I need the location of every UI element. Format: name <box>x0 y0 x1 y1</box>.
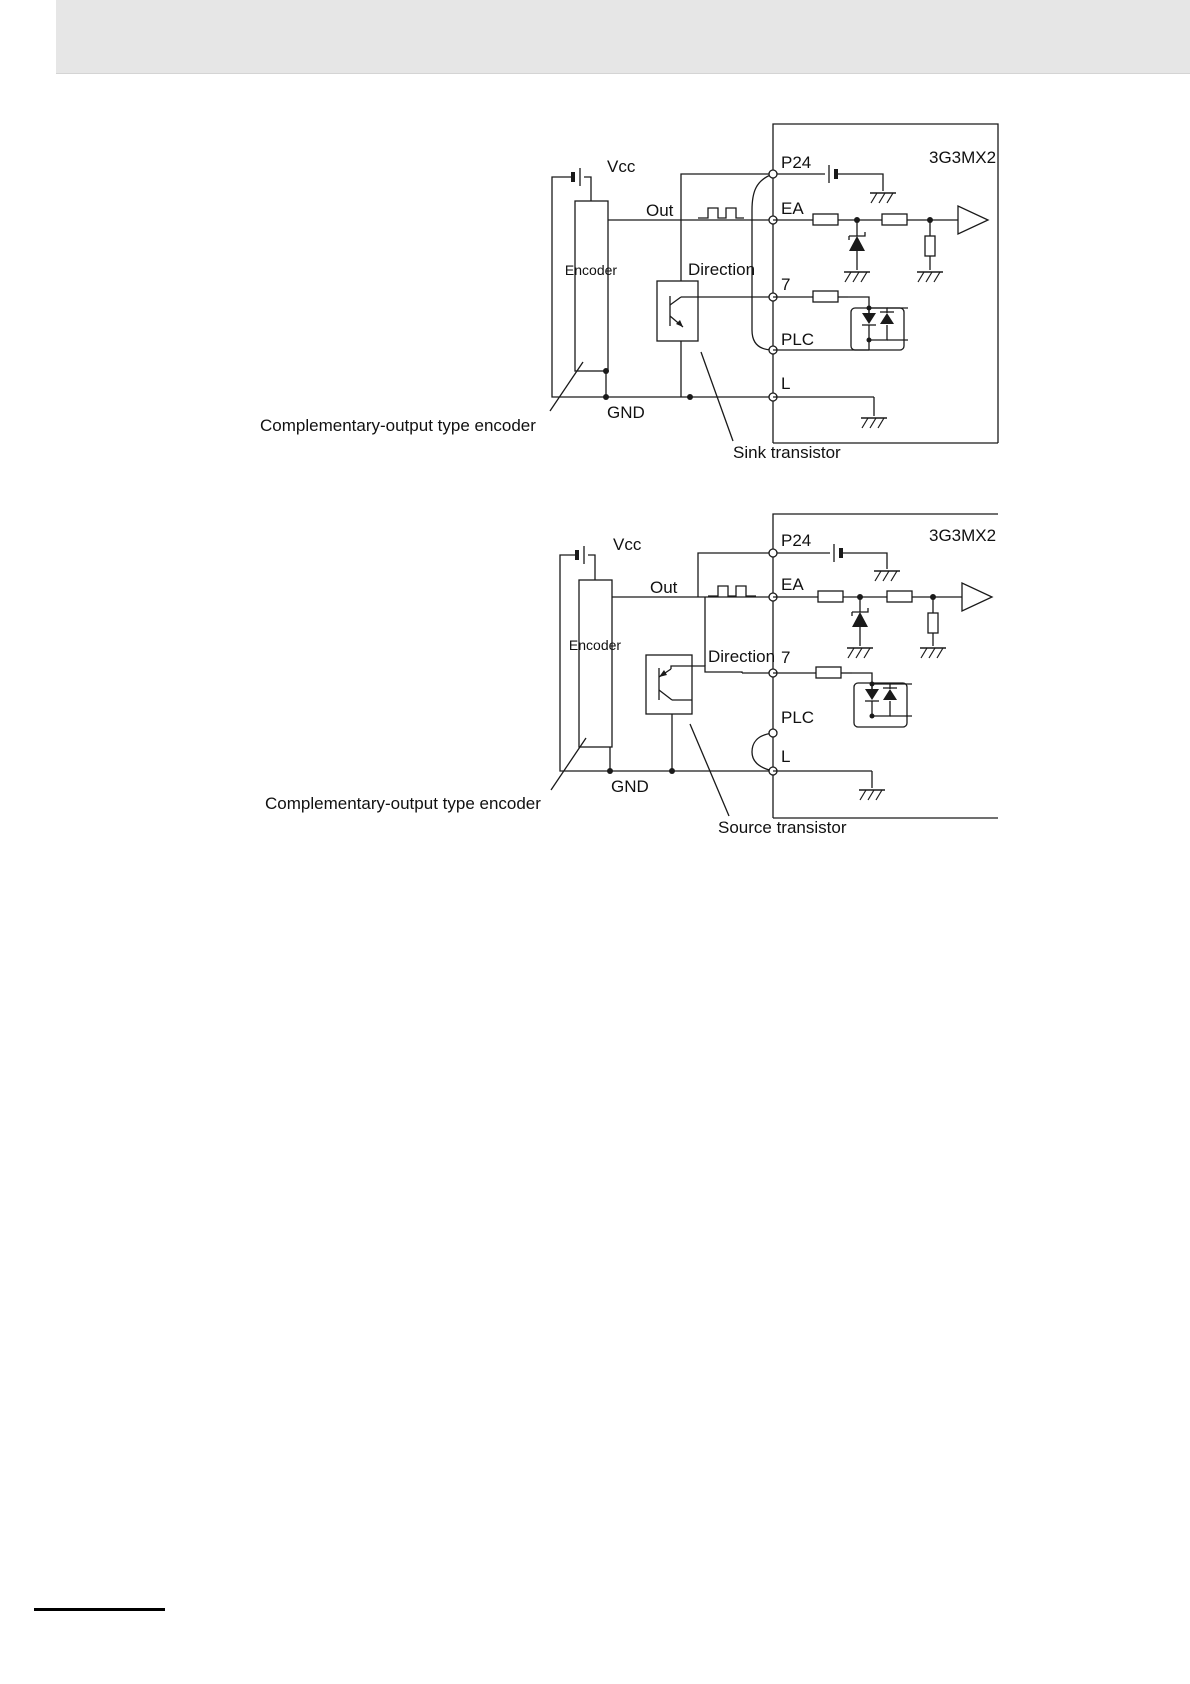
terminal-l: L <box>781 747 790 766</box>
terminal-ea: EA <box>781 199 804 218</box>
encoder-caption: Complementary-output type encoder <box>260 416 536 435</box>
device-label: 3G3MX2 <box>929 526 996 545</box>
encoder-box <box>575 201 608 371</box>
terminal-7: 7 <box>781 275 790 294</box>
gnd-label: GND <box>611 777 649 796</box>
transistor-box <box>646 655 692 714</box>
out-label: Out <box>646 201 674 220</box>
transistor-caption: Sink transistor <box>733 443 841 462</box>
encoder-label: Encoder <box>565 262 617 278</box>
terminal-7: 7 <box>781 648 790 667</box>
direction-label: Direction <box>688 260 755 279</box>
terminal-plc: PLC <box>781 708 814 727</box>
transistor-caption: Source transistor <box>718 818 847 837</box>
encoder-box <box>579 580 612 747</box>
terminal-ea: EA <box>781 575 804 594</box>
terminal-p24: P24 <box>781 153 811 172</box>
source-transistor-diagram: Encoder Vcc Out Direction <box>265 514 998 837</box>
encoder-caption: Complementary-output type encoder <box>265 794 541 813</box>
pulse-symbol <box>698 208 744 218</box>
terminal-plc: PLC <box>781 330 814 349</box>
terminal-p24: P24 <box>781 531 811 550</box>
terminal-l: L <box>781 374 790 393</box>
gnd-label: GND <box>607 403 645 422</box>
direction-label: Direction <box>708 647 775 666</box>
sink-transistor-diagram: Encoder Vcc Out Direction <box>260 124 998 462</box>
transistor-box <box>657 281 698 341</box>
vcc-label: Vcc <box>613 535 642 554</box>
encoder-label: Encoder <box>569 637 621 653</box>
pulse-symbol <box>708 586 756 596</box>
vcc-label: Vcc <box>607 157 636 176</box>
device-label: 3G3MX2 <box>929 148 996 167</box>
out-label: Out <box>650 578 678 597</box>
footer-rule <box>34 1608 165 1611</box>
